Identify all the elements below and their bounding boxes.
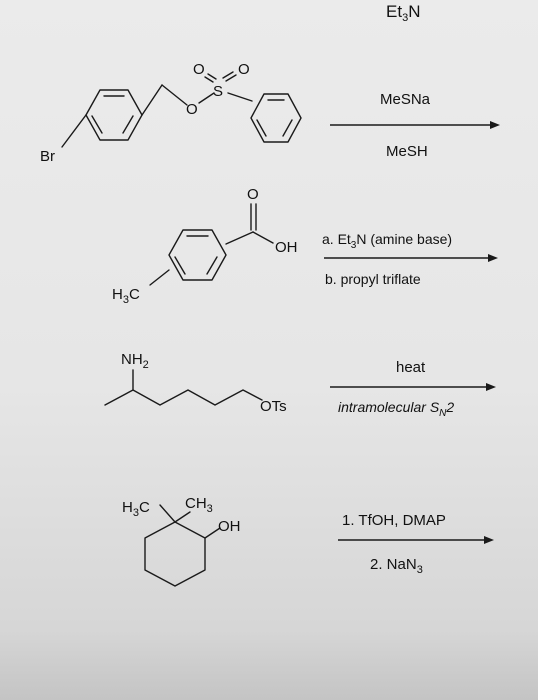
methyl-label-4a: H3C (122, 499, 150, 519)
ester-oxygen-label: O (186, 101, 198, 118)
toluic-ring (168, 229, 227, 281)
o-s-bond (198, 92, 215, 104)
carbonyl-oxygen-label: O (247, 186, 259, 203)
hydroxyl-label-4: OH (218, 518, 241, 535)
phenyl-ring (250, 93, 302, 143)
alkyl-chain (104, 389, 263, 406)
c-oh-bond (252, 231, 274, 244)
bromo-label: Br (40, 148, 55, 165)
top-reagent-label: Et3N (386, 2, 420, 24)
ch2-o-bond (161, 84, 188, 106)
s-o-double-right-b (222, 71, 234, 79)
c-br-bond (61, 114, 87, 148)
ring-methyl-bond (149, 269, 170, 286)
ring-carboxyl-bond (225, 231, 254, 245)
tosylate-label: OTs (260, 398, 287, 415)
amine-label: NH2 (121, 351, 149, 371)
sulfur-label: S (213, 83, 223, 100)
cyclohexane-ring (144, 521, 206, 587)
sulfonyl-oxygen-left: O (193, 61, 205, 78)
reagent-below-3: intramolecular SN2 (338, 399, 454, 419)
reagent-above-2: a. Et3N (amine base) (322, 231, 452, 251)
reagent-above-3: heat (396, 359, 426, 376)
reagent-below-1: MeSH (386, 143, 428, 160)
hydroxyl-label: OH (275, 239, 298, 256)
bromophenyl-ring (85, 89, 143, 141)
s-o-double-left-a (204, 76, 214, 83)
arrowhead-2 (488, 254, 498, 262)
methyl-bond-a (159, 504, 176, 523)
methyl-bond-b (174, 511, 191, 523)
s-o-double-right-a (225, 74, 237, 82)
sulfonyl-oxygen-right: O (238, 61, 250, 78)
reagent-below-2: b. propyl triflate (325, 271, 421, 287)
methyl-label-4b: CH3 (185, 495, 213, 515)
reagent-above-4: 1. TfOH, DMAP (342, 512, 446, 529)
arrowhead-3 (486, 383, 496, 391)
methyl-label-2: H3C (112, 286, 140, 306)
s-phenyl-bond (227, 92, 253, 102)
reagent-above-1: MeSNa (380, 91, 431, 108)
s-o-double-left-b (207, 73, 217, 80)
arrowhead-1 (490, 121, 500, 129)
c-oh-bond-4 (204, 527, 221, 539)
reagent-below-4: 2. NaN3 (370, 556, 423, 576)
arrowhead-4 (484, 536, 494, 544)
benzyl-bond (141, 84, 163, 116)
